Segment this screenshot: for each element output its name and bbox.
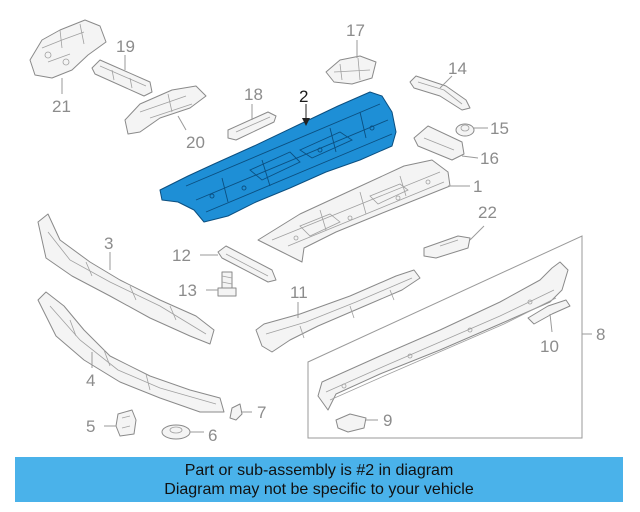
part-15-drawing: [455, 123, 488, 137]
part-8-drawing: [307, 235, 592, 439]
callout-22: 22: [478, 203, 497, 222]
callout-14: 14: [448, 59, 467, 78]
callout-19: 19: [116, 37, 135, 56]
callout-12: 12: [172, 246, 191, 265]
callout-2: 2: [299, 87, 308, 106]
part-1-drawing: [257, 159, 470, 263]
part-16-drawing: [413, 125, 479, 161]
part-3-drawing: [37, 213, 215, 345]
part-22-drawing: [423, 225, 485, 259]
callout-17: 17: [346, 21, 365, 40]
callout-16: 16: [480, 149, 499, 168]
callout-1: 1: [473, 177, 482, 196]
part-7-drawing: [229, 403, 252, 421]
part-17-drawing: [325, 40, 377, 85]
part-19-drawing: [91, 55, 153, 97]
callout-18: 18: [244, 85, 263, 104]
part-12-drawing: [200, 245, 277, 283]
part-21-drawing: [29, 19, 107, 94]
part-6-drawing: [161, 424, 204, 440]
part-11-drawing: [255, 269, 421, 353]
callout-20: 20: [186, 133, 205, 152]
part-14-drawing: [409, 75, 471, 111]
callout-21: 21: [52, 97, 71, 116]
part-10-drawing: [527, 299, 571, 333]
info-banner: Part or sub-assembly is #2 in diagram Di…: [15, 457, 623, 502]
part-20-drawing: [124, 85, 207, 135]
callout-9: 9: [383, 411, 392, 430]
banner-line-disclaimer: Diagram may not be specific to your vehi…: [164, 480, 474, 498]
callout-7: 7: [257, 403, 266, 422]
callout-13: 13: [178, 281, 197, 300]
callout-6: 6: [208, 426, 217, 445]
callout-11: 11: [290, 283, 308, 302]
callout-8: 8: [596, 325, 605, 344]
callout-4: 4: [86, 371, 95, 390]
rocker-panel-drawing: [317, 261, 569, 411]
part-9-drawing: [335, 413, 378, 433]
callout-10: 10: [540, 337, 559, 356]
part-18-drawing: [227, 104, 277, 141]
part-13-drawing: [206, 271, 237, 297]
callout-15: 15: [490, 119, 509, 138]
callout-5: 5: [86, 417, 95, 436]
banner-line-part: Part or sub-assembly is #2 in diagram: [184, 461, 454, 479]
parts-diagram: 1 2 3 4 5 6 7 8 9 10 11 12 13 14 15 16 1…: [29, 19, 605, 445]
callout-3: 3: [104, 234, 113, 253]
part-5-drawing: [104, 409, 137, 437]
part-4-drawing: [37, 291, 225, 413]
part-2-drawing: [159, 91, 397, 223]
